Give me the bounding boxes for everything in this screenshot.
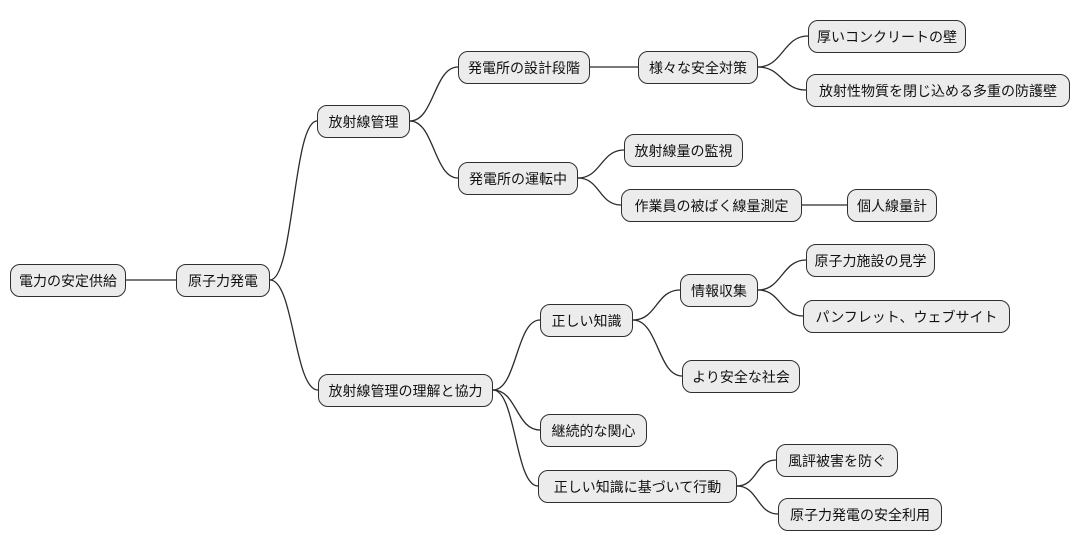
edge-nuclear-radiation-management (269, 120, 318, 281)
node-understanding-cooperation: 放射線管理の理解と協力 (318, 374, 493, 407)
node-plant-operation: 発電所の運転中 (458, 162, 578, 195)
node-personal-dosimeter: 個人線量計 (847, 189, 937, 222)
edge-info-gathering-facility-tour (757, 259, 807, 291)
edge-act-safe-use (736, 485, 779, 515)
edge-act-prevent-rumor (736, 459, 777, 487)
node-correct-knowledge: 正しい知識 (540, 304, 633, 337)
node-plant-design-stage: 発電所の設計段階 (458, 51, 590, 84)
node-stable-power-supply: 電力の安定供給 (10, 264, 126, 297)
node-pamphlet-website: パンフレット、ウェブサイト (803, 300, 1010, 333)
edge-understanding-correct-knowledge (492, 319, 541, 391)
node-prevent-rumor-damage: 風評被害を防ぐ (776, 444, 898, 477)
node-information-gathering: 情報収集 (680, 274, 758, 307)
edge-correct-knowledge-safer-society (632, 319, 683, 377)
edge-nuclear-understanding-cooperation (269, 279, 319, 391)
edge-operation-worker-dose (577, 177, 622, 206)
edge-understanding-continuous-interest (492, 389, 541, 431)
node-thick-concrete-wall: 厚いコンクリートの壁 (808, 20, 966, 53)
edge-safety-measures-containment-walls (757, 66, 807, 91)
node-worker-dose-measurement: 作業員の被ばく線量測定 (621, 189, 802, 222)
edge-radiation-management-operation (409, 120, 459, 179)
node-safer-society: より安全な社会 (682, 360, 800, 393)
node-various-safety-measures: 様々な安全対策 (638, 51, 758, 84)
edge-understanding-act-on-knowledge (492, 389, 539, 487)
node-act-on-correct-knowledge: 正しい知識に基づいて行動 (538, 470, 737, 503)
node-radiation-management: 放射線管理 (317, 105, 410, 138)
node-continuous-interest: 継続的な関心 (540, 414, 647, 447)
edge-safety-measures-concrete-wall (757, 35, 809, 68)
edge-operation-dose-monitoring (577, 149, 625, 179)
node-safe-use-of-nuclear-power: 原子力発電の安全利用 (778, 498, 942, 531)
node-nuclear-facility-tour: 原子力施設の見学 (806, 244, 935, 277)
node-radiation-dose-monitoring: 放射線量の監視 (624, 134, 743, 167)
edge-radiation-management-design-stage (409, 66, 459, 122)
node-multiple-containment-walls: 放射性物質を閉じ込める多重の防護壁 (806, 74, 1070, 107)
node-nuclear-power: 原子力発電 (176, 264, 270, 297)
edge-info-gathering-pamphlet-website (757, 289, 804, 317)
edge-correct-knowledge-info-gathering (632, 289, 681, 321)
